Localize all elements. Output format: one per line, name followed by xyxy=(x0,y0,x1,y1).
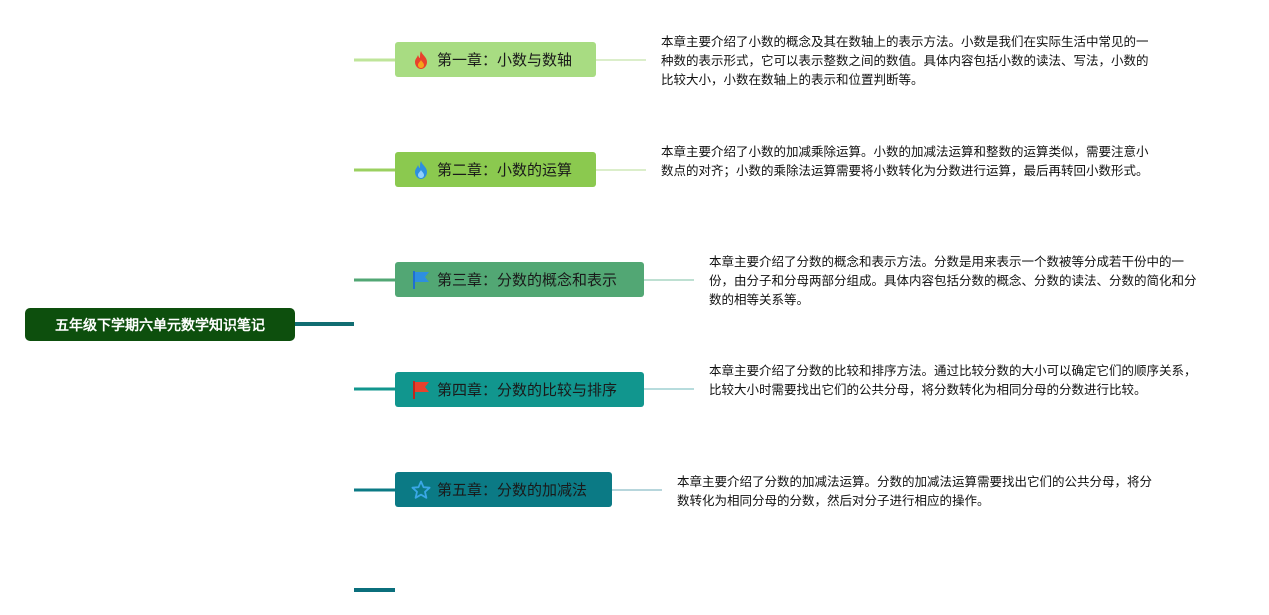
chapter-title-3: 第三章：分数的概念和表示 xyxy=(437,271,618,289)
chapter-node-5[interactable]: 第五章：分数的加减法 xyxy=(395,472,612,507)
chapter-title-5: 第五章：分数的加减法 xyxy=(437,481,588,499)
fire-icon xyxy=(411,50,431,70)
chapter-node-4[interactable]: 第四章：分数的比较与排序 xyxy=(395,372,644,407)
chapter-title-2: 第二章：小数的运算 xyxy=(437,161,573,179)
chapter-description-4: 本章主要介绍了分数的比较和排序方法。通过比较分数的大小可以确定它们的顺序关系，比… xyxy=(709,363,1197,397)
chapter-node-3[interactable]: 第三章：分数的概念和表示 xyxy=(395,262,644,297)
chapter-description-5: 本章主要介绍了分数的加减法运算。分数的加减法运算需要找出它们的公共分母，将分数转… xyxy=(677,474,1153,508)
root-title: 五年级下学期六单元数学知识笔记 xyxy=(55,317,265,334)
flag-icon xyxy=(411,270,431,290)
star-icon xyxy=(411,480,431,500)
chapter-node-1[interactable]: 第一章：小数与数轴 xyxy=(395,42,596,77)
chapter-title-1: 第一章：小数与数轴 xyxy=(437,51,573,69)
chapter-title-4: 第四章：分数的比较与排序 xyxy=(437,381,618,399)
chapter-description-3: 本章主要介绍了分数的概念和表示方法。分数是用来表示一个数被等分成若干份中的一份，… xyxy=(709,254,1197,307)
flag-icon xyxy=(411,380,431,400)
chapter-node-2[interactable]: 第二章：小数的运算 xyxy=(395,152,596,187)
fire-icon xyxy=(411,160,431,180)
chapter-description-2: 本章主要介绍了小数的加减乘除运算。小数的加减法运算和整数的运算类似，需要注意小数… xyxy=(661,144,1149,178)
chapter-description-1: 本章主要介绍了小数的概念及其在数轴上的表示方法。小数是我们在实际生活中常见的一种… xyxy=(661,34,1149,87)
root-node[interactable]: 五年级下学期六单元数学知识笔记 xyxy=(25,308,295,341)
